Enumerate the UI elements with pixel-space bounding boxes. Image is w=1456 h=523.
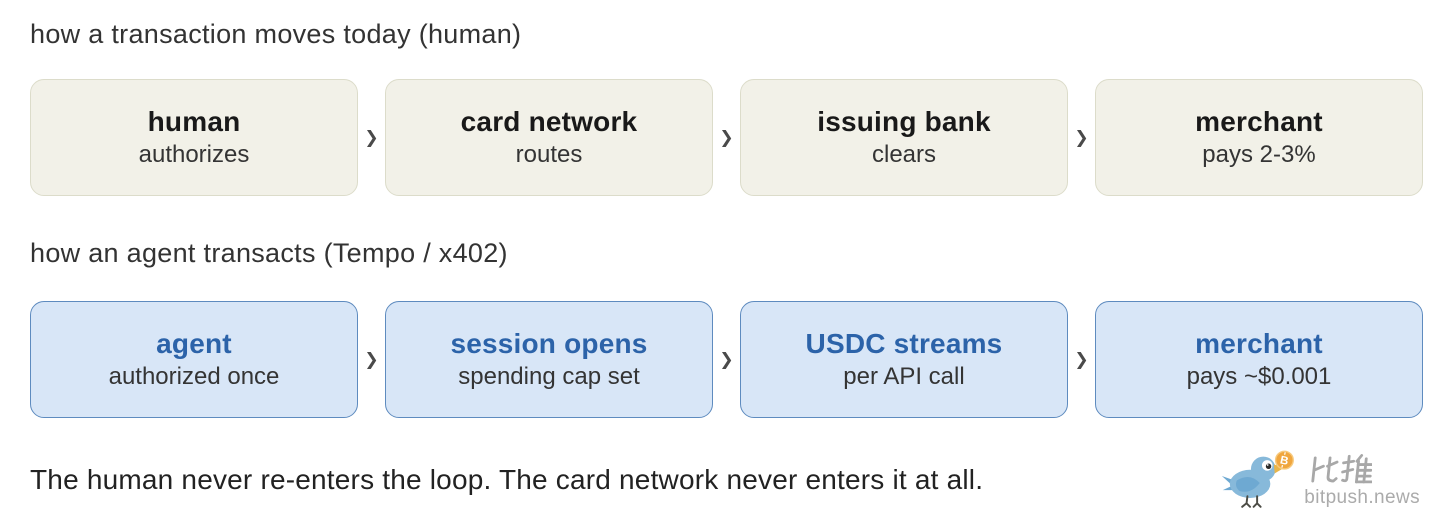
heading-human-flow: how a transaction moves today (human) (30, 19, 522, 49)
brand-domain: bitpush.news (1304, 487, 1420, 508)
arrow-right-icon: ❯ (364, 127, 379, 148)
footer-caption: The human never re-enters the loop. The … (30, 463, 984, 495)
box-title: session opens (450, 328, 648, 359)
box-subtitle: clears (871, 141, 937, 168)
box-title: merchant (1195, 328, 1323, 359)
box-subtitle: per API call (843, 363, 965, 390)
flow-box-human: human authorizes (30, 79, 358, 196)
box-title: human (147, 106, 241, 137)
arrow-right-icon: ❯ (719, 349, 734, 370)
box-title: merchant (1195, 106, 1323, 137)
flow-box-merchant-human: merchant pays 2-3% (1095, 79, 1423, 196)
flow-box-card-network: card network routes (385, 79, 713, 196)
box-subtitle: authorizes (138, 141, 250, 168)
box-title: issuing bank (817, 106, 991, 137)
flow-box-agent: agent authorized once (30, 301, 358, 418)
bird-bitcoin-icon: B (1222, 450, 1295, 508)
box-title: agent (156, 328, 232, 359)
box-subtitle: routes (515, 141, 583, 168)
box-title: card network (460, 106, 638, 137)
brand-cjk (1311, 454, 1373, 484)
brand-text: bitpush.news (1304, 450, 1420, 509)
flow-box-issuing-bank: issuing bank clears (740, 79, 1068, 196)
box-title: USDC streams (805, 328, 1003, 359)
flow-box-usdc-streams: USDC streams per API call (740, 301, 1068, 418)
bitpush-logo: B (1221, 450, 1423, 509)
arrow-right-icon: ❯ (364, 349, 379, 370)
flow-row-agent: agent authorized once ❯ session opens sp… (30, 301, 1423, 418)
heading-agent-flow: how an agent transacts (Tempo / x402) (30, 238, 508, 268)
arrow-right-icon: ❯ (1074, 127, 1089, 148)
flow-box-merchant-agent: merchant pays ~$0.001 (1095, 301, 1423, 418)
box-subtitle: authorized once (108, 363, 280, 390)
arrow-right-icon: ❯ (719, 127, 734, 148)
box-subtitle: pays 2-3% (1202, 141, 1316, 168)
footer: The human never re-enters the loop. The … (30, 450, 1423, 509)
box-subtitle: pays ~$0.001 (1186, 363, 1332, 390)
flow-box-session-opens: session opens spending cap set (385, 301, 713, 418)
box-subtitle: spending cap set (458, 363, 640, 390)
svg-text:B: B (1279, 454, 1290, 467)
arrow-right-icon: ❯ (1074, 349, 1089, 370)
flow-row-human: human authorizes ❯ card network routes ❯… (30, 79, 1423, 196)
